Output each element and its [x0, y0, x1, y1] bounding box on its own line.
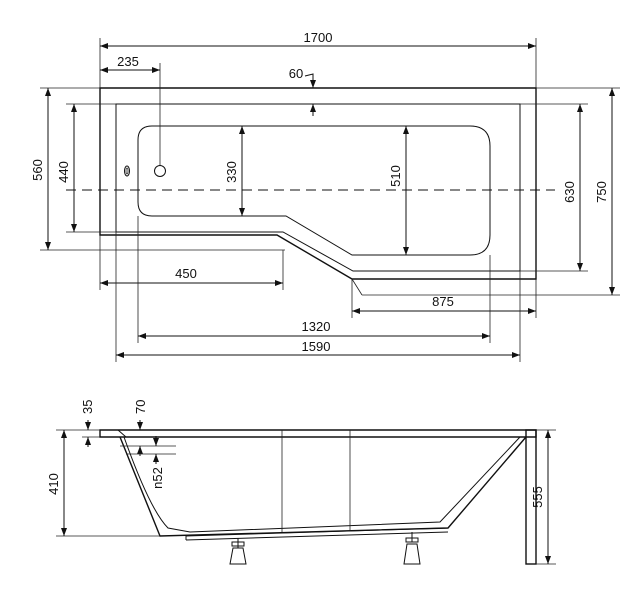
inner-rim-outline [115, 103, 521, 272]
dimension-450: 450 [99, 235, 284, 290]
basin-outline [137, 125, 491, 256]
dim-label-1590: 1590 [302, 339, 331, 354]
dimension-510: 510 [388, 126, 409, 255]
side-rim [99, 429, 537, 438]
overflow-icon [124, 165, 130, 177]
dim-label-35: 35 [80, 400, 95, 414]
dimension-235: 235 [100, 54, 161, 165]
dim-label-1700: 1700 [304, 30, 333, 45]
dimension-750: 750 [536, 87, 620, 296]
dim-label-560: 560 [30, 159, 45, 181]
front-panel [525, 429, 537, 565]
dim-label-555: 555 [530, 486, 545, 508]
dimension-1320: 1320 [137, 216, 491, 343]
dimension-555: 555 [530, 430, 551, 564]
dim-label-450: 450 [175, 266, 197, 281]
side-outer-hull [119, 436, 527, 537]
leg-right [403, 532, 421, 565]
dimension-70: 70 [120, 400, 176, 456]
dim-label-440: 440 [56, 161, 71, 183]
dim-label-235: 235 [117, 54, 139, 69]
dimension-875: 875 [351, 279, 537, 318]
dim-label-70: 70 [133, 400, 148, 414]
dimension-410: 410 [46, 429, 160, 537]
dim-label-60: 60 [289, 66, 303, 81]
dim-label-750: 750 [594, 181, 609, 203]
dimension-60: 60 [289, 66, 316, 116]
dimension-560: 560 [30, 87, 285, 251]
leg-left [229, 538, 247, 565]
drain-icon [154, 165, 166, 177]
dimension-330: 330 [224, 126, 245, 216]
dim-label-n52: n52 [150, 467, 165, 489]
dimension-35: 35 [80, 400, 100, 447]
side-view: 35 70 n52 410 555 [46, 400, 556, 565]
dimension-n52: n52 [126, 436, 176, 489]
dimension-440: 440 [56, 103, 116, 233]
dim-label-410: 410 [46, 473, 61, 495]
dim-label-510: 510 [388, 165, 403, 187]
dimension-630: 630 [520, 103, 588, 272]
dim-label-330: 330 [224, 161, 239, 183]
dim-label-630: 630 [562, 181, 577, 203]
dimension-1700: 1700 [99, 30, 537, 88]
side-inner-hull [123, 436, 521, 533]
dimension-1590: 1590 [115, 232, 521, 362]
side-base [185, 531, 449, 541]
dim-label-1320: 1320 [302, 319, 331, 334]
top-view: 1700 235 60 560 440 [30, 30, 620, 362]
dim-label-875: 875 [432, 294, 454, 309]
